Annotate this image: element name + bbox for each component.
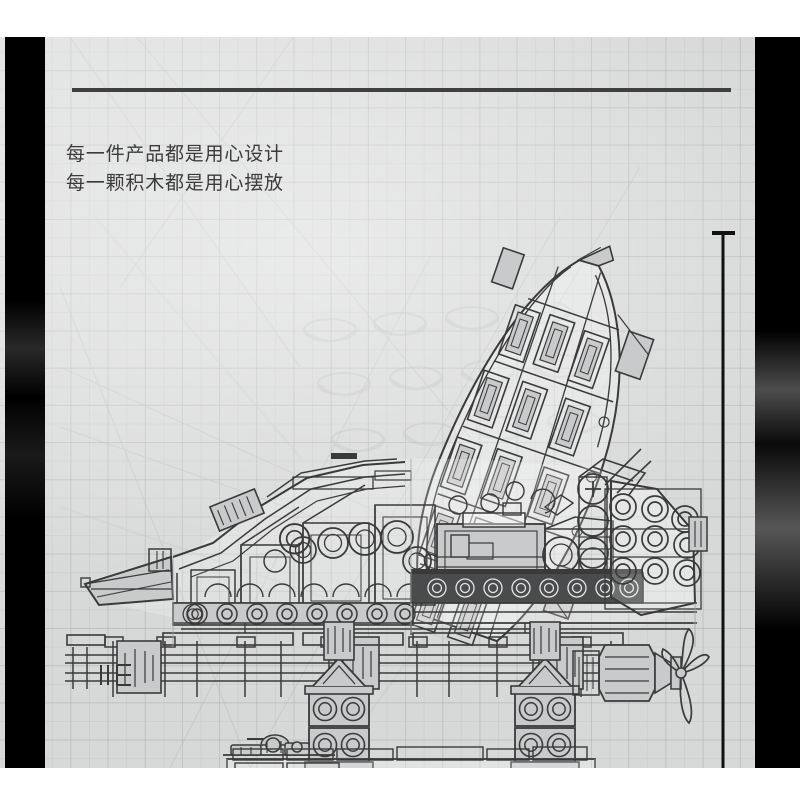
slogan-line-2: 每一颗积木都是用心摆放 bbox=[66, 173, 284, 194]
construction-guide-lines bbox=[172, 459, 696, 768]
lower-stud-belt bbox=[172, 602, 416, 626]
fuselage-assembly bbox=[80, 448, 708, 635]
cockpit-canopy bbox=[172, 453, 412, 578]
engine-core-band bbox=[410, 569, 644, 604]
fin-mount-bracket bbox=[578, 448, 652, 496]
nose-tick-marks bbox=[100, 664, 131, 686]
slogan-line-1: 每一件产品都是用心设计 bbox=[66, 144, 284, 165]
header-divider-rule bbox=[72, 88, 731, 92]
dimension-measure-line bbox=[712, 231, 735, 768]
rear-thruster-assembly bbox=[572, 627, 710, 725]
shuttle-linework bbox=[65, 245, 710, 768]
brick-stud-watermark bbox=[302, 302, 602, 453]
loose-parts-overlay bbox=[448, 481, 575, 516]
slogan-block: 每一件产品都是用心设计 每一颗积木都是用心摆放 bbox=[66, 140, 284, 198]
shuttle-blueprint-drawing bbox=[45, 37, 755, 768]
upper-port-row bbox=[263, 520, 432, 576]
nose-cone bbox=[80, 548, 175, 607]
frame-bar-right bbox=[755, 37, 800, 768]
frame-bar-left bbox=[5, 37, 45, 768]
